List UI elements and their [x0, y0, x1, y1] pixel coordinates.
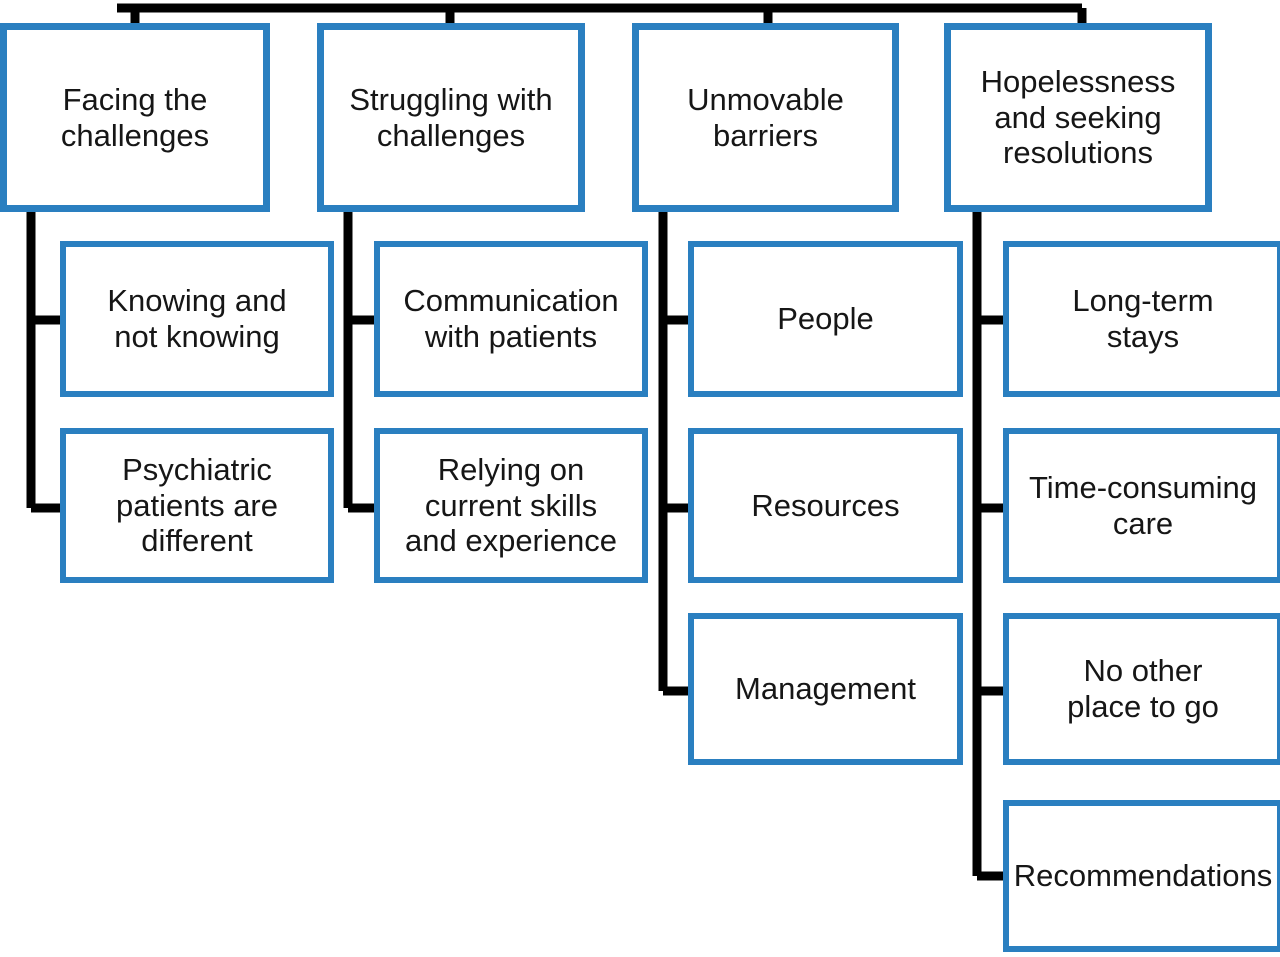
- node-psychiatric-patients-are-different[interactable]: Psychiatric patients are different: [60, 428, 334, 583]
- node-label: Struggling with challenges: [349, 81, 553, 153]
- node-no-other-place-to-go[interactable]: No other place to go: [1003, 613, 1280, 765]
- node-hopelessness-and-seeking-resolutions[interactable]: Hopelessness and seeking resolutions: [944, 23, 1212, 212]
- node-time-consuming-care[interactable]: Time-consuming care: [1003, 428, 1280, 583]
- node-label: Communication with patients: [403, 283, 619, 354]
- node-recommendations[interactable]: Recommendations: [1003, 800, 1280, 952]
- node-label: Recommendations: [1013, 858, 1273, 894]
- node-people[interactable]: People: [688, 241, 963, 397]
- node-communication-with-patients[interactable]: Communication with patients: [374, 241, 648, 397]
- node-resources[interactable]: Resources: [688, 428, 963, 583]
- node-relying-on-current-skills-and-experience[interactable]: Relying on current skills and experience: [374, 428, 648, 583]
- node-label: Relying on current skills and experience: [405, 451, 617, 559]
- node-label: No other place to go: [1067, 653, 1219, 724]
- node-label: Time-consuming care: [1029, 469, 1257, 541]
- node-facing-the-challenges[interactable]: Facing the challenges: [0, 23, 270, 212]
- node-label: Unmovable barriers: [687, 81, 844, 153]
- node-label: Facing the challenges: [60, 81, 210, 153]
- node-knowing-and-not-knowing[interactable]: Knowing and not knowing: [60, 241, 334, 397]
- node-label: Long-term stays: [1072, 283, 1214, 354]
- node-label: Hopelessness and seeking resolutions: [980, 63, 1176, 171]
- node-label: Knowing and not knowing: [107, 283, 287, 354]
- node-label: Psychiatric patients are different: [116, 451, 278, 559]
- node-management[interactable]: Management: [688, 613, 963, 765]
- node-struggling-with-challenges[interactable]: Struggling with challenges: [317, 23, 585, 212]
- node-label: Resources: [751, 487, 900, 523]
- node-long-term-stays[interactable]: Long-term stays: [1003, 241, 1280, 397]
- node-label: Management: [735, 671, 916, 707]
- node-unmovable-barriers[interactable]: Unmovable barriers: [632, 23, 899, 212]
- node-label: People: [777, 301, 874, 337]
